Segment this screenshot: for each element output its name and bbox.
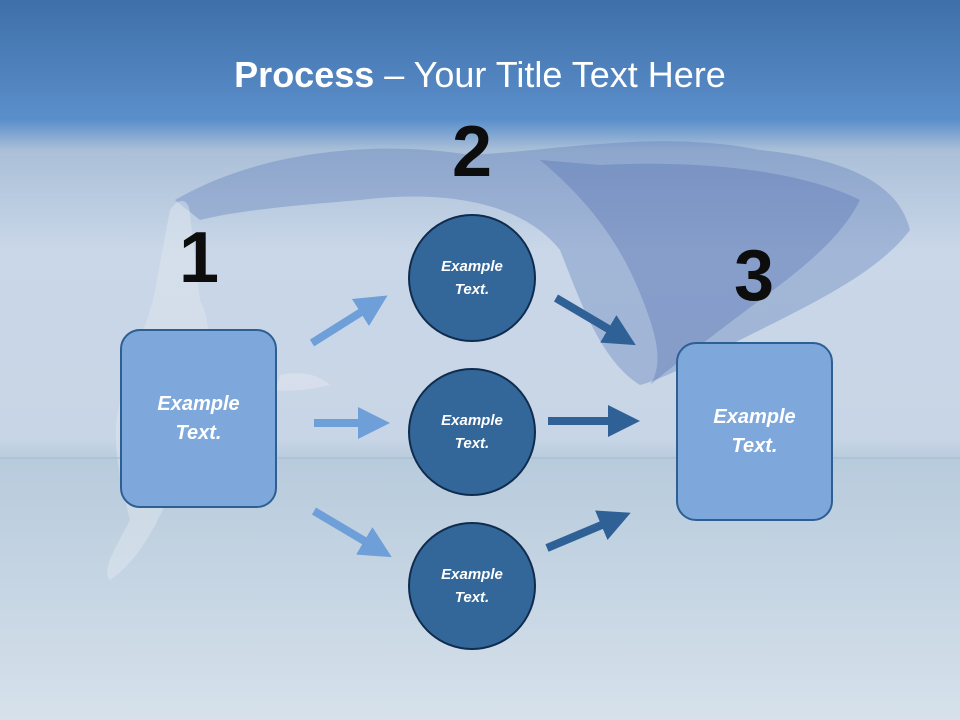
title-bold: Process bbox=[234, 54, 375, 95]
step-2-circle-bottom-text: Example Text. bbox=[441, 566, 503, 606]
title-rest: – Your Title Text Here bbox=[374, 54, 726, 95]
step-number-1: 1 bbox=[178, 218, 220, 298]
step-2-circle-top-text: Example Text. bbox=[441, 258, 503, 298]
step-3-text: Example Text. bbox=[713, 405, 796, 457]
step-number-3: 3 bbox=[733, 236, 775, 316]
arrow-1-to-top bbox=[309, 295, 388, 347]
slide-title: Process – Your Title Text Here bbox=[0, 52, 960, 98]
step-1-box: Example Text. bbox=[120, 329, 277, 508]
step-2-circle-middle: Example Text. bbox=[408, 368, 536, 496]
step-number-2: 2 bbox=[451, 112, 493, 192]
step-1-text: Example Text. bbox=[157, 392, 240, 444]
arrow-bottom-to-3 bbox=[545, 510, 631, 552]
arrow-1-to-bottom bbox=[311, 507, 392, 558]
step-2-circle-middle-text: Example Text. bbox=[441, 412, 503, 452]
step-2-circle-bottom: Example Text. bbox=[408, 522, 536, 650]
step-2-circle-top: Example Text. bbox=[408, 214, 536, 342]
step-3-box: Example Text. bbox=[676, 342, 833, 521]
arrow-top-to-3 bbox=[553, 294, 636, 346]
